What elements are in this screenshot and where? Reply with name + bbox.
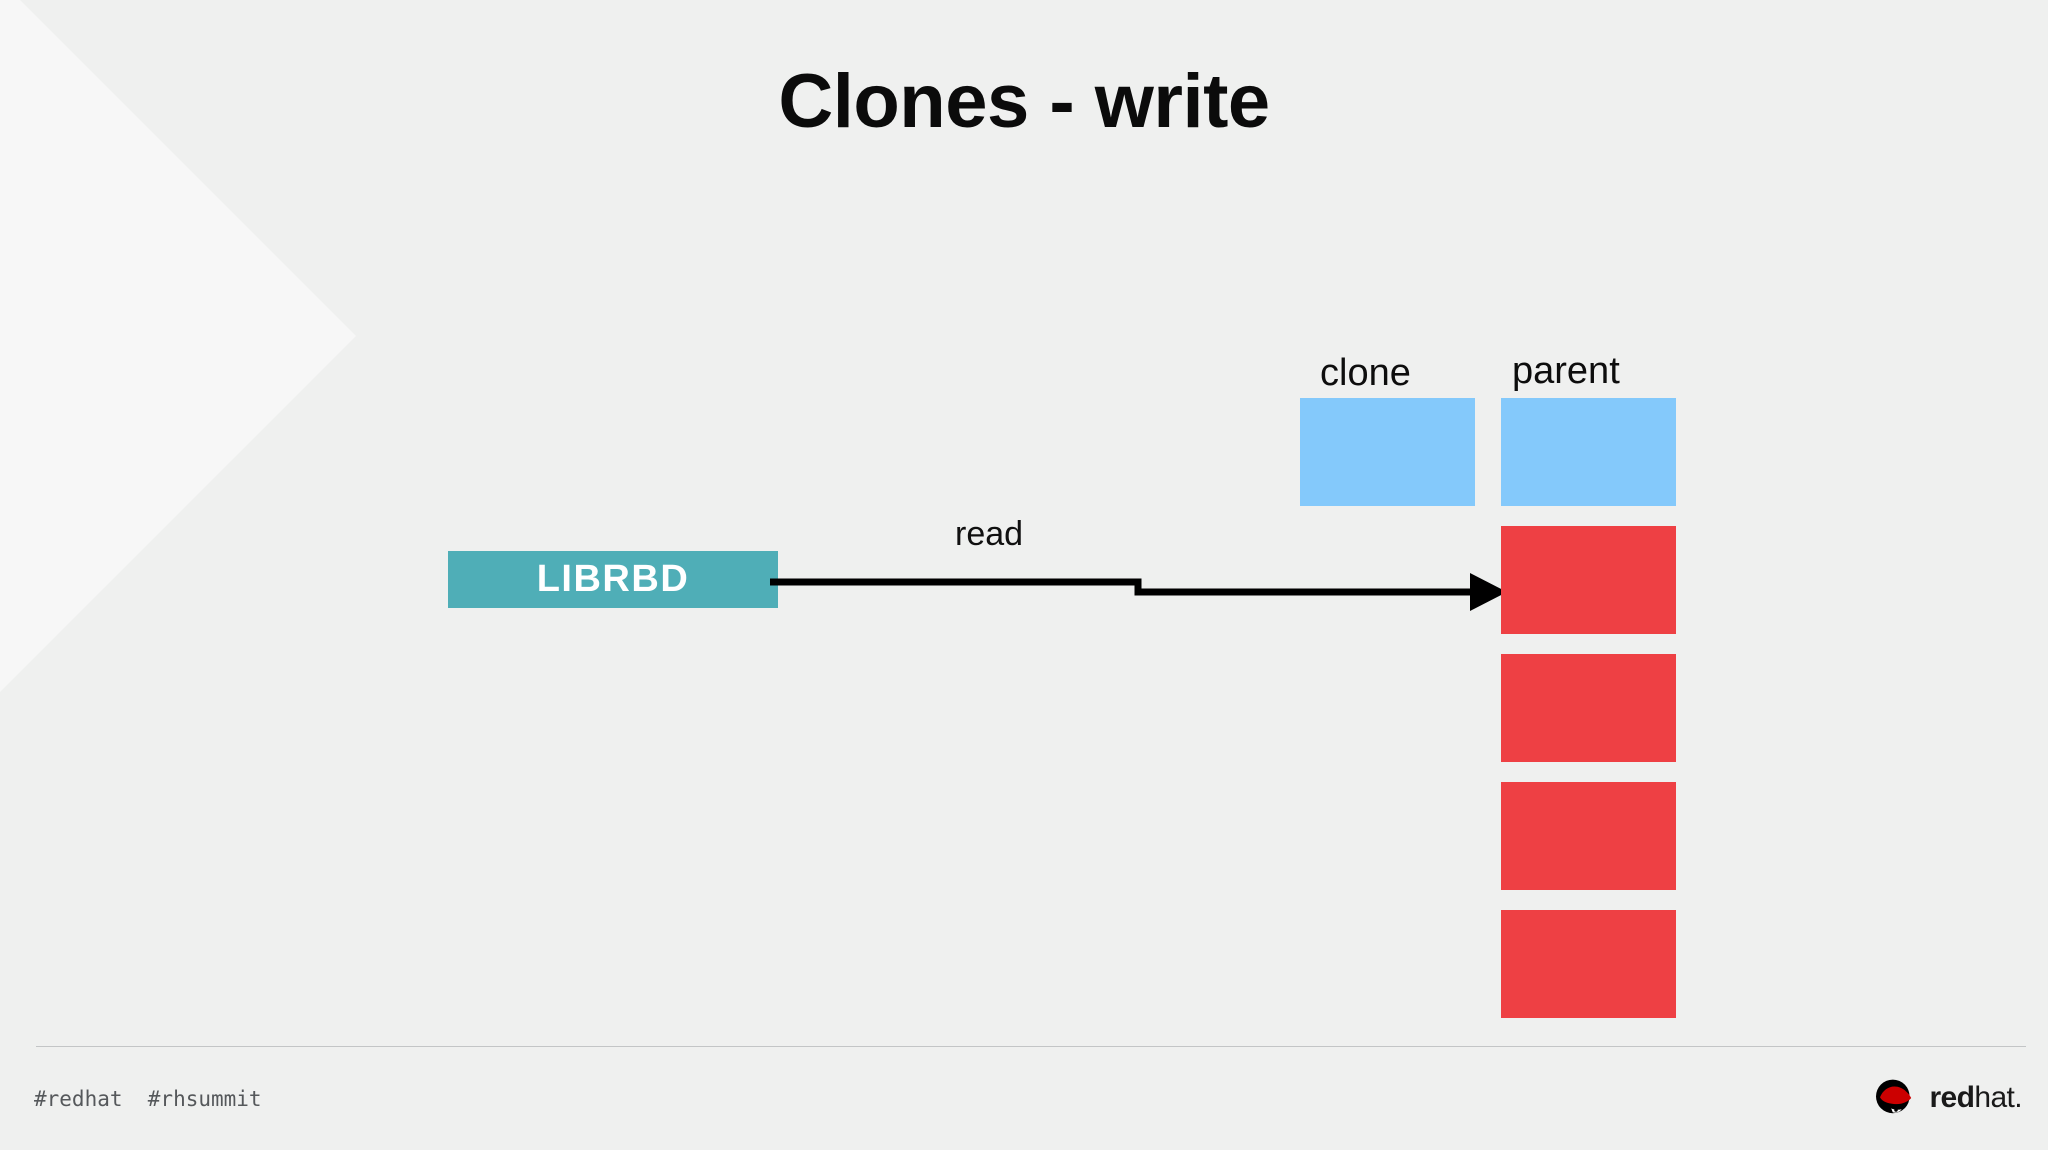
redhat-wordmark-light: hat. [1974,1081,2022,1114]
object-block-clone-4 [1300,910,1475,1018]
column-label-clone: clone [1320,352,1411,394]
redhat-logo: redhat. [1872,1078,2023,1118]
redhat-wordmark: redhat. [1929,1083,2022,1113]
object-block-clone-0 [1300,398,1475,506]
object-block-clone-1 [1300,526,1475,634]
object-block-clone-3 [1300,782,1475,890]
footer-hashtags: #redhat #rhsummit [34,1087,262,1111]
librbd-label: LIBRBD [536,558,690,600]
object-column-clone [1300,398,1475,1038]
object-block-parent-4 [1501,910,1676,1018]
redhat-wordmark-bold: red [1929,1081,1975,1114]
redhat-shadowman-icon [1876,1079,1912,1114]
read-arrow-label: read [955,515,1024,553]
object-block-parent-3 [1501,782,1676,890]
librbd-box: LIBRBD [448,551,778,608]
object-block-parent-0 [1501,398,1676,506]
object-block-parent-1 [1501,526,1676,634]
footer-divider [36,1046,2026,1047]
read-arrow-icon [770,573,1507,611]
column-label-parent: parent [1512,350,1620,392]
object-block-clone-2 [1300,654,1475,762]
page-title: Clones - write [778,59,1270,144]
object-column-parent [1501,398,1676,1038]
object-block-parent-2 [1501,654,1676,762]
